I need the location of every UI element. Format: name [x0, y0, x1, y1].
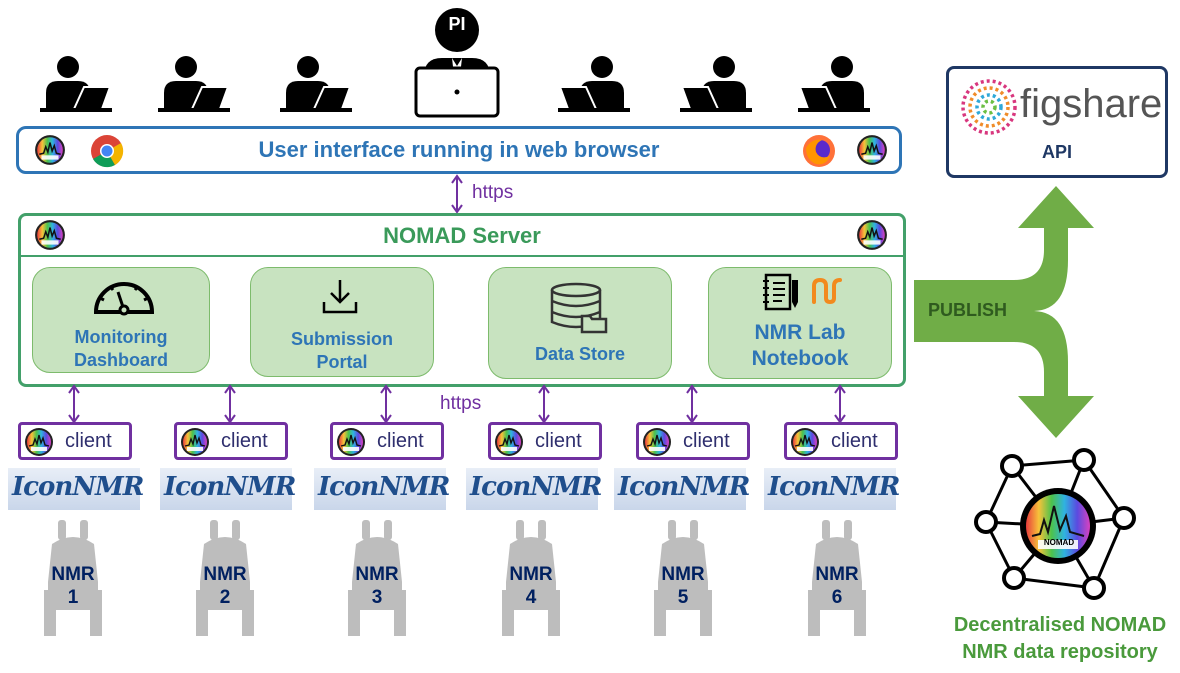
figshare-api-box[interactable] [946, 66, 1168, 178]
nomad-logo-icon [642, 427, 672, 457]
network-nodes-icon [974, 448, 1136, 600]
client-label: client [683, 430, 730, 452]
download-icon [322, 280, 358, 314]
iconnmr-logo-text: IconNMR [318, 472, 450, 502]
database-icon [550, 282, 608, 334]
user-icon [154, 52, 234, 114]
publish-arrow-icon [914, 186, 1094, 438]
module-nmr-lab-notebook[interactable] [708, 267, 892, 379]
client-box[interactable]: client [488, 422, 602, 460]
iconnmr-logo-text: IconNMR [768, 472, 900, 502]
user-icon [676, 52, 756, 114]
client-label: client [831, 430, 878, 452]
labarchives-icon [812, 277, 842, 305]
user-icon [794, 52, 874, 114]
arrow-updown-icon [67, 384, 81, 424]
publish-label: PUBLISH [928, 300, 1008, 320]
client-label: client [221, 430, 268, 452]
iconnmr-logo: IconNMR [314, 468, 450, 510]
user-icon [276, 52, 356, 114]
client-label: client [535, 430, 582, 452]
client-box[interactable]: client [174, 422, 288, 460]
client-box[interactable]: client [330, 422, 444, 460]
user-icon [554, 52, 634, 114]
arrow-updown-icon [450, 174, 464, 214]
nomad-server-header [18, 213, 906, 257]
nomad-logo-icon [494, 427, 524, 457]
arrow-updown-icon [223, 384, 237, 424]
iconnmr-logo: IconNMR [764, 468, 900, 510]
nomad-server-title: NOMAD Server [383, 223, 541, 248]
nomad-logo-text: NOMAD [1043, 538, 1075, 547]
arrow-updown-icon [833, 384, 847, 424]
iconnmr-logo-text: IconNMR [470, 472, 602, 502]
arrow-updown-icon [379, 384, 393, 424]
client-label: client [377, 430, 424, 452]
iconnmr-logo: IconNMR [614, 468, 750, 510]
nomad-logo-icon [34, 134, 66, 166]
figshare-logo-icon [961, 79, 1017, 135]
nomad-logo-icon [34, 219, 66, 251]
figshare-api-label: API [1041, 142, 1072, 162]
nomad-logo-icon [856, 134, 888, 166]
iconnmr-logo: IconNMR [8, 468, 144, 510]
module-data-store[interactable] [488, 267, 672, 379]
nomad-logo-icon [180, 427, 210, 457]
figshare-wordmark: figshare [1020, 82, 1163, 126]
notebook-icon [763, 273, 798, 311]
client-label: client [65, 430, 112, 452]
iconnmr-logo-text: IconNMR [12, 472, 144, 502]
module-label: Data Store [534, 344, 626, 364]
https-label-top: https [472, 182, 514, 203]
nomad-logo-icon [336, 427, 366, 457]
iconnmr-logo-text: IconNMR [164, 472, 296, 502]
pi-user-icon [414, 8, 500, 118]
iconnmr-logo: IconNMR [466, 468, 602, 510]
browser-ui-title: User interface running in web browser [258, 137, 660, 162]
user-icon [36, 52, 116, 114]
browser-ui-bar [16, 126, 902, 174]
nomad-logo-icon [856, 219, 888, 251]
client-box[interactable]: client [18, 422, 132, 460]
arrow-updown-icon [685, 384, 699, 424]
https-label-bottom: https [440, 393, 482, 414]
iconnmr-logo: IconNMR [160, 468, 296, 510]
module-submission-portal[interactable] [250, 267, 434, 377]
client-box[interactable]: client [784, 422, 898, 460]
pi-label: PI [448, 14, 466, 34]
client-box[interactable]: client [636, 422, 750, 460]
iconnmr-logo-text: IconNMR [618, 472, 750, 502]
nomad-logo-icon [24, 427, 54, 457]
chrome-icon [91, 135, 124, 168]
arrow-updown-icon [537, 384, 551, 424]
firefox-icon [803, 135, 835, 167]
nomad-logo-icon [790, 427, 820, 457]
gauge-icon [93, 282, 155, 316]
